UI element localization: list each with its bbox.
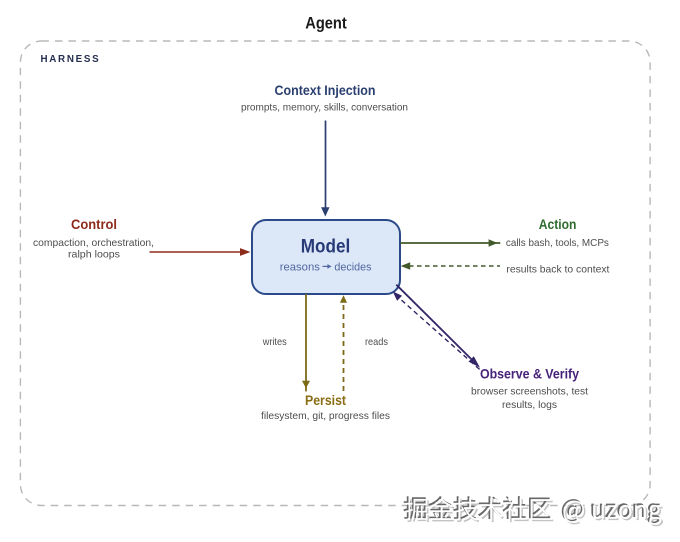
svg-text:reasons: reasons — [280, 261, 321, 273]
svg-text:prompts, memory, skills, conve: prompts, memory, skills, conversation — [241, 102, 408, 114]
svg-text:compaction, orchestration,: compaction, orchestration, — [33, 237, 154, 249]
svg-text:Action: Action — [539, 217, 577, 232]
svg-text:Model: Model — [301, 235, 351, 257]
svg-text:HARNESS: HARNESS — [41, 54, 101, 65]
svg-text:results back to context: results back to context — [506, 264, 609, 276]
svg-text:browser screenshots, test: browser screenshots, test — [471, 386, 588, 398]
svg-text:ralph loops: ralph loops — [68, 249, 120, 261]
svg-text:results, logs: results, logs — [502, 399, 557, 411]
svg-text:calls bash, tools, MCPs: calls bash, tools, MCPs — [506, 237, 609, 249]
svg-text:Context Injection: Context Injection — [275, 82, 376, 98]
svg-text:writes: writes — [262, 336, 287, 348]
svg-text:Control: Control — [71, 217, 117, 232]
svg-text:reads: reads — [365, 336, 388, 348]
svg-text:decides: decides — [334, 261, 371, 273]
svg-text:Agent: Agent — [305, 15, 347, 33]
svg-text:Persist: Persist — [305, 393, 346, 408]
svg-text:Observe & Verify: Observe & Verify — [480, 367, 579, 382]
svg-text:filesystem, git, progress file: filesystem, git, progress files — [261, 410, 390, 422]
